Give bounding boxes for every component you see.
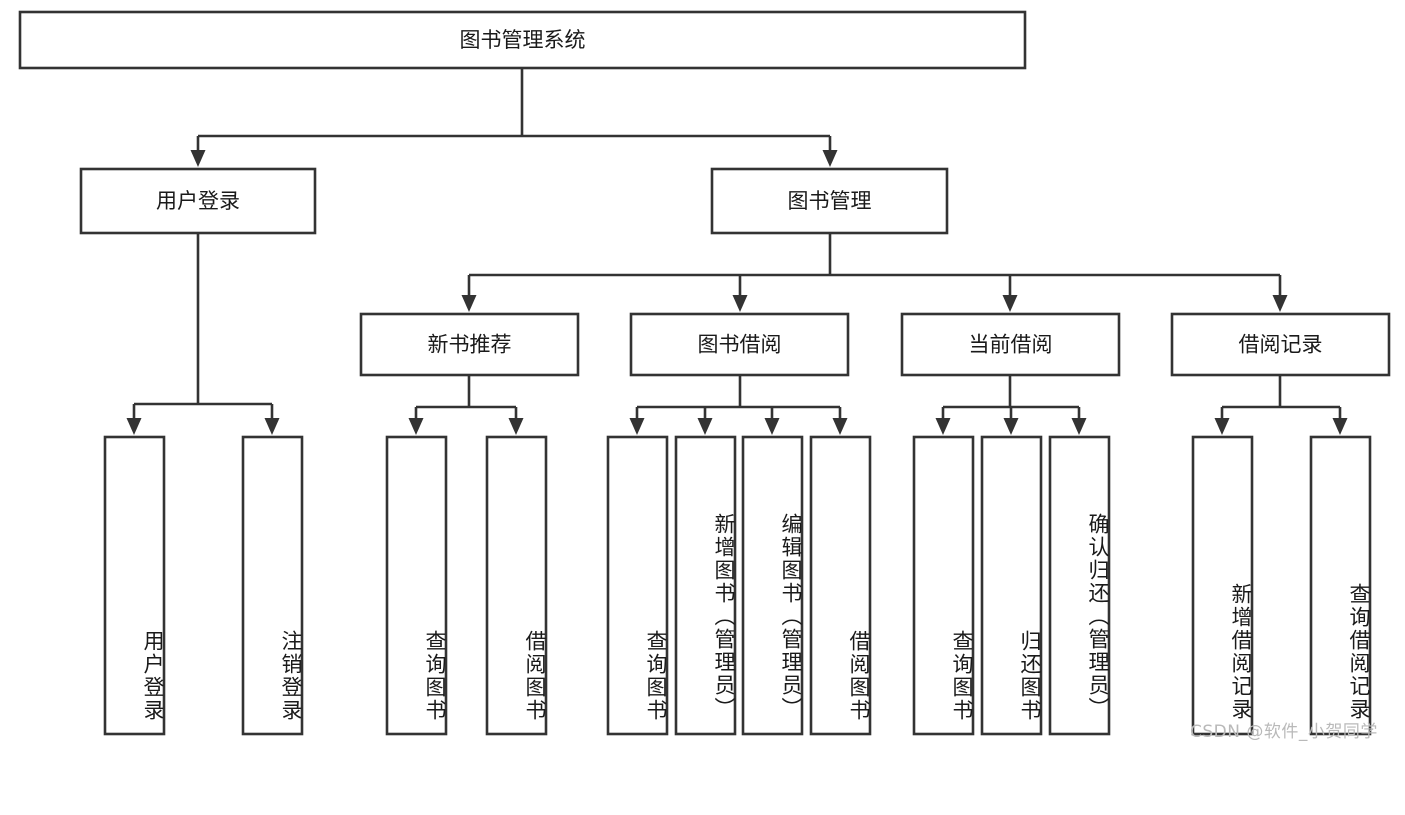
node-label-current-borrow: 当前借阅: [969, 333, 1053, 357]
node-box-leaf-query-borrow-record[interactable]: [1309, 435, 1372, 736]
arrow-head-icon: [190, 150, 206, 167]
node-box-leaf-add-book[interactable]: [674, 435, 737, 736]
node-box-leaf-query-book-current[interactable]: [912, 435, 975, 736]
arrow-head-icon: [822, 150, 838, 167]
node-box-leaf-logout[interactable]: [241, 435, 304, 736]
node-label-new-book-recommend: 新书推荐: [428, 333, 512, 357]
connector-layer: [126, 68, 1348, 435]
node-box-leaf-add-borrow-record[interactable]: [1191, 435, 1254, 736]
node-box-leaf-edit-book[interactable]: [741, 435, 804, 736]
node-label-book-management: 图书管理: [788, 189, 872, 213]
node-box-leaf-return-book[interactable]: [980, 435, 1043, 736]
arrow-head-icon: [264, 418, 280, 435]
node-box-leaf-borrow-book[interactable]: [809, 435, 872, 736]
arrow-head-icon: [1214, 418, 1230, 435]
arrow-head-icon: [832, 418, 848, 435]
arrow-head-icon: [629, 418, 645, 435]
node-box-new-book-recommend[interactable]: [359, 312, 580, 377]
node-box-book-borrow[interactable]: [629, 312, 850, 377]
arrow-head-icon: [408, 418, 424, 435]
hierarchy-diagram: 图书管理系统用户登录图书管理新书推荐图书借阅当前借阅借阅记录 用户登录注销登录查…: [18, 10, 1391, 742]
arrow-head-icon: [1002, 295, 1018, 312]
node-box-leaf-query-book-recommend[interactable]: [385, 435, 448, 736]
node-box-book-management[interactable]: [710, 167, 949, 235]
arrow-head-icon: [935, 418, 951, 435]
node-label-borrow-record: 借阅记录: [1239, 333, 1323, 357]
arrow-head-icon: [732, 295, 748, 312]
node-box-current-borrow[interactable]: [900, 312, 1121, 377]
node-box-leaf-query-book-borrow[interactable]: [606, 435, 669, 736]
arrow-head-icon: [1332, 418, 1348, 435]
node-box-user-login[interactable]: [79, 167, 317, 235]
arrow-head-icon: [461, 295, 477, 312]
arrow-head-icon: [1003, 418, 1019, 435]
node-box-leaf-user-login[interactable]: [103, 435, 166, 736]
node-box-root[interactable]: [18, 10, 1027, 70]
arrow-head-icon: [1071, 418, 1087, 435]
arrow-head-icon: [764, 418, 780, 435]
arrow-head-icon: [697, 418, 713, 435]
csdn-watermark: CSDN @软件_小贺同学: [1190, 722, 1378, 742]
arrow-head-icon: [508, 418, 524, 435]
node-box-leaf-borrow-book-recommend[interactable]: [485, 435, 548, 736]
node-box-borrow-record[interactable]: [1170, 312, 1391, 377]
node-label-book-borrow: 图书借阅: [698, 333, 782, 357]
arrow-head-icon: [1272, 295, 1288, 312]
node-box-layer: [18, 10, 1391, 736]
node-label-user-login: 用户登录: [156, 189, 240, 213]
arrow-head-icon: [126, 418, 142, 435]
node-box-leaf-confirm-return[interactable]: [1048, 435, 1111, 736]
node-label-root: 图书管理系统: [460, 28, 586, 52]
